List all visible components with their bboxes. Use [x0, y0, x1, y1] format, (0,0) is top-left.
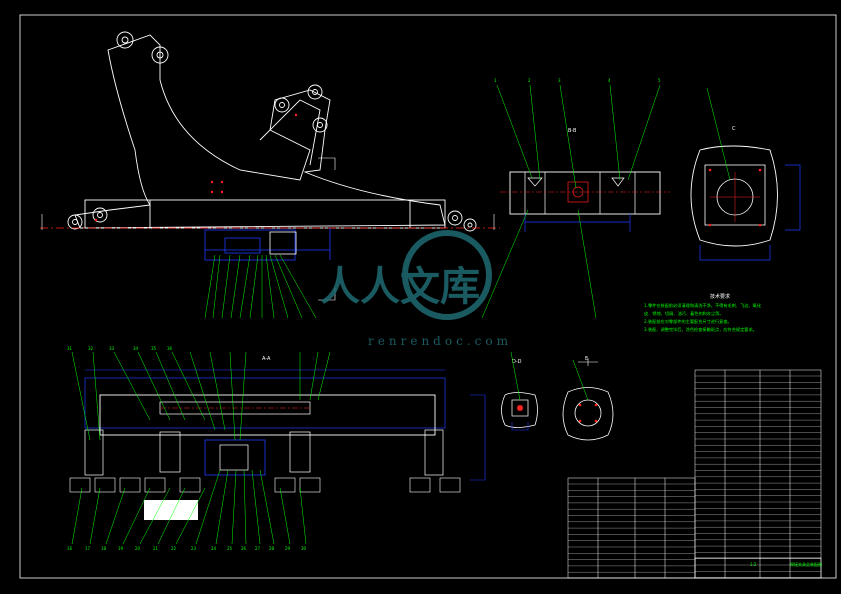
section-aa-label: A-A — [262, 356, 271, 362]
mounting-holes — [94, 113, 298, 222]
part-number-5: 5 — [658, 78, 661, 83]
balloon-28: 28 — [269, 546, 275, 551]
balloon-25: 25 — [227, 546, 233, 551]
section-aa-balloons: 16 17 18 19 20 21 22 23 24 25 26 27 28 2… — [67, 346, 307, 551]
balloon-18: 18 — [101, 546, 107, 551]
balloon-29: 29 — [285, 546, 291, 551]
view-dd-label: D-D — [512, 359, 522, 365]
part-number-3: 3 — [558, 78, 561, 83]
balloon-35: 35 — [151, 346, 157, 351]
balloon-26: 26 — [241, 546, 247, 551]
part-number-2: 2 — [528, 78, 531, 83]
balloon-27: 27 — [255, 546, 261, 551]
balloon-31: 31 — [67, 346, 73, 351]
balloon-17: 17 — [85, 546, 91, 551]
view-c-label: C — [732, 126, 736, 132]
drawing-title: 焊接夹具总装配图 — [790, 561, 822, 567]
main-fixture-view — [67, 31, 477, 232]
section-bb-view: B-B 1 2 3 4 5 — [481, 78, 670, 319]
balloon-30: 30 — [301, 546, 307, 551]
part-number-1: 1 — [494, 78, 497, 83]
notes-title: 技术要求 — [710, 293, 730, 300]
notes-line-2: 皮、锈蚀、切屑、油污、着色剂和灰尘等。 — [644, 310, 724, 317]
notes-line-4: 3.装配、调整完毕后，涂色检查接触斑点，应符合规定要求。 — [644, 326, 757, 333]
balloon-24: 24 — [211, 546, 217, 551]
watermark: 人人文库 renrendoc.com — [320, 230, 512, 348]
drawing-border — [19, 14, 837, 579]
bom-rows — [568, 375, 821, 578]
section-bb-part-numbers: 1 2 3 4 5 — [494, 78, 661, 83]
watermark-logo-circle — [402, 230, 492, 320]
balloon-36: 36 — [167, 346, 173, 351]
balloon-16: 16 — [67, 546, 73, 551]
small-view-dd: D-D — [501, 351, 538, 431]
balloon-20: 20 — [135, 546, 141, 551]
balloon-33: 33 — [109, 346, 115, 351]
watermark-brand: 人人文库 — [320, 264, 480, 310]
balloon-21: 21 — [153, 546, 159, 551]
notes-line-3: 2.装配前应对零部件的主要配合尺寸进行复查。 — [644, 318, 732, 325]
notes-line-1: 1.零件在装配前必须清理和清洗干净，不得有毛刺、飞边、氧化 — [644, 302, 762, 309]
part-number-4: 4 — [608, 78, 611, 83]
view-e-label: E — [585, 356, 588, 362]
drawing-scale: 1:2 — [750, 562, 757, 567]
section-aa-view: A-A — [67, 346, 486, 551]
white-block — [144, 500, 198, 520]
section-markers — [41, 157, 495, 301]
title-block: 焊接夹具总装配图 1:2 — [694, 557, 822, 579]
small-view-e: E — [562, 356, 614, 441]
balloon-32: 32 — [88, 346, 94, 351]
watermark-url: renrendoc.com — [368, 334, 512, 348]
balloon-22: 22 — [171, 546, 177, 551]
balloon-34: 34 — [133, 346, 139, 351]
balloon-19: 19 — [118, 546, 124, 551]
base-section-detail — [204, 228, 331, 261]
technical-notes: 技术要求 1.零件在装配前必须清理和清洗干净，不得有毛刺、飞边、氧化 皮、锈蚀、… — [644, 293, 762, 333]
base-leader-lines — [204, 254, 317, 319]
section-bb-label: B-B — [568, 128, 577, 134]
view-c-flange: C — [690, 87, 801, 261]
balloon-23: 23 — [191, 546, 197, 551]
